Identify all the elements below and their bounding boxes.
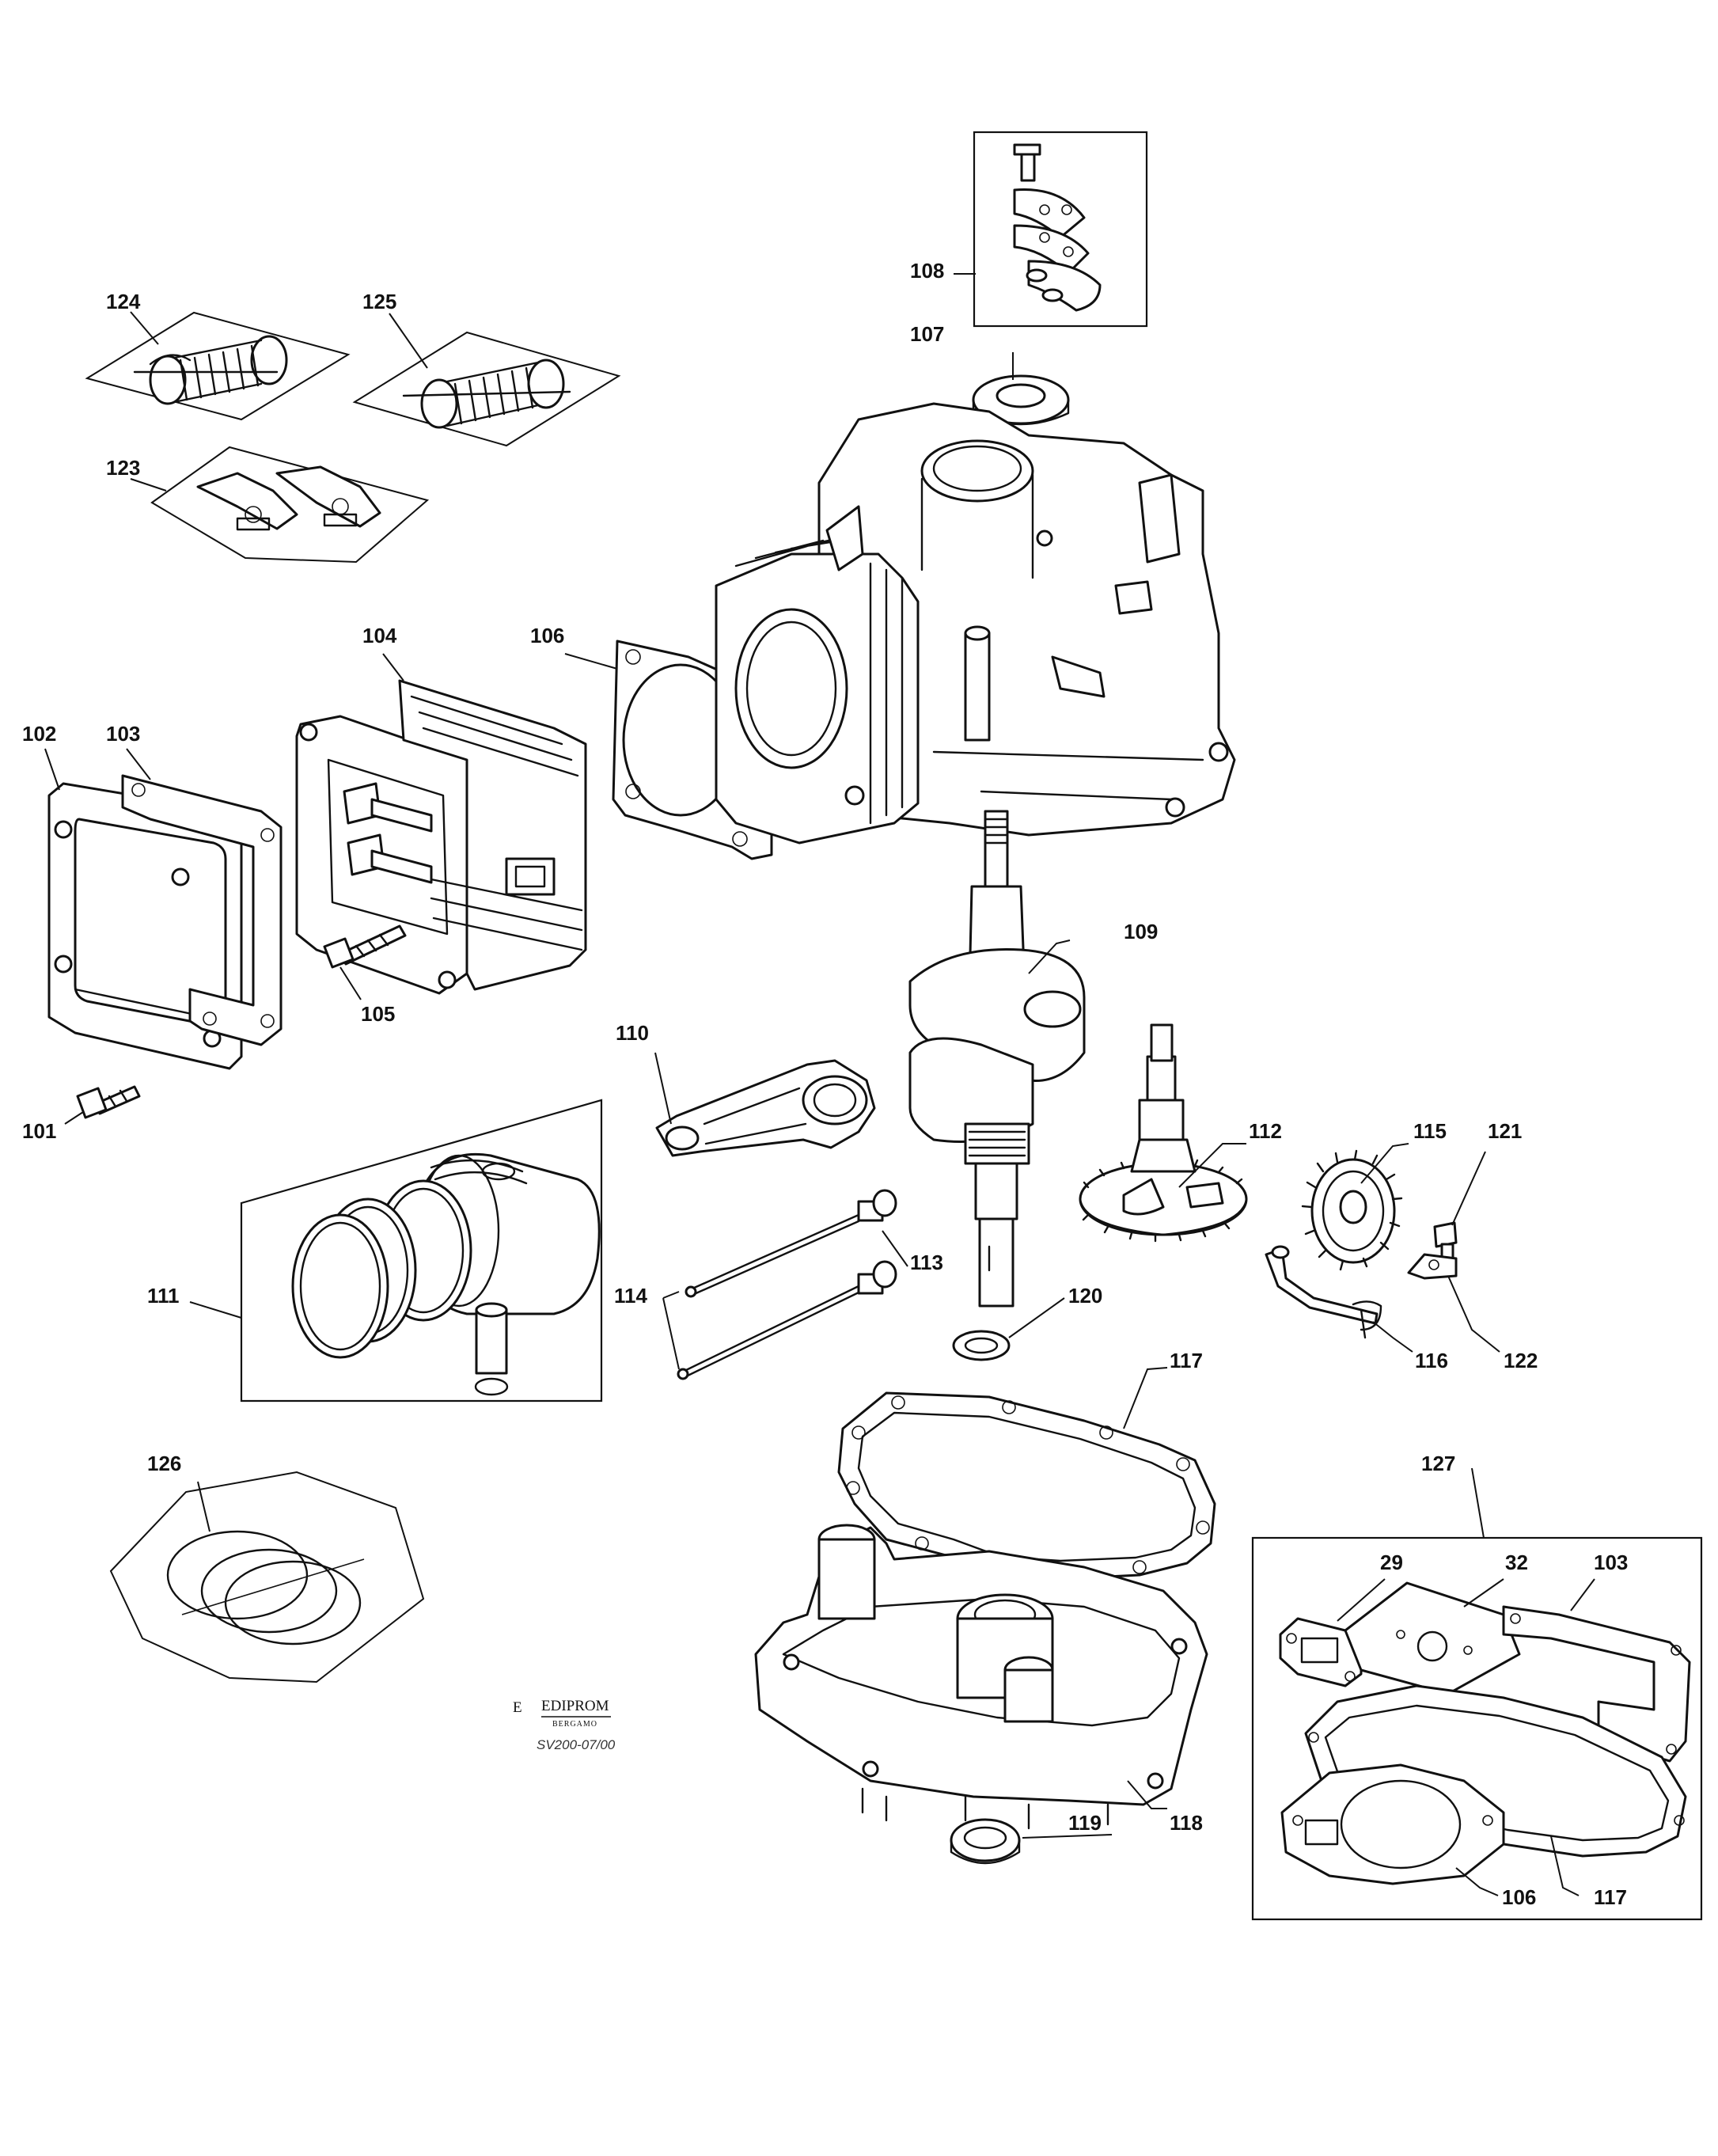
part-126-piston-ring-kit [109, 1471, 425, 1683]
part-127-frame [1251, 1536, 1703, 1921]
part-103-valve-cover-gasket [121, 774, 283, 1046]
part-118-crankcase-cover [754, 1524, 1208, 1830]
label-113: 113 [910, 1251, 943, 1274]
callout-labels: 101 102 103 104 105 106 107 108 109 110 … [22, 259, 1628, 1909]
label-111: 111 [147, 1284, 180, 1308]
label-105: 105 [361, 1002, 395, 1026]
label-109: 109 [1124, 920, 1158, 943]
label-kit-117: 117 [1594, 1885, 1627, 1909]
label-kit-32: 32 [1505, 1551, 1528, 1574]
label-121: 121 [1488, 1119, 1522, 1143]
part-120-washer [952, 1330, 1011, 1361]
logo-brand: EDIPROM [541, 1698, 609, 1714]
label-101: 101 [22, 1119, 56, 1143]
label-108: 108 [910, 259, 944, 283]
part-115-governor-gear [1301, 1149, 1403, 1271]
part-104-cylinder-head [295, 679, 587, 995]
part-111-piston-kit [240, 1099, 603, 1403]
part-127-gasket-set [1251, 1536, 1703, 1921]
logo-mark: E [513, 1699, 522, 1716]
label-116: 116 [1415, 1349, 1448, 1372]
label-126: 126 [147, 1452, 181, 1475]
label-103: 103 [106, 722, 140, 746]
part-113-valve-lifters [857, 1189, 897, 1295]
label-115: 115 [1413, 1119, 1447, 1143]
label-104: 104 [362, 624, 397, 647]
label-kit-106: 106 [1502, 1885, 1536, 1909]
part-105-head-bolt [323, 924, 407, 969]
label-114: 114 [614, 1284, 647, 1308]
label-124: 124 [106, 290, 141, 313]
label-106: 106 [530, 624, 564, 647]
label-127: 127 [1421, 1452, 1455, 1475]
label-102: 102 [22, 722, 56, 746]
label-119: 119 [1068, 1811, 1102, 1835]
part-108-frame [973, 131, 1148, 328]
part-114-push-rods [677, 1213, 860, 1380]
label-kit-103: 103 [1594, 1551, 1628, 1574]
part-108-plate-group [973, 131, 1148, 328]
drawing-code: SV200-07/00 [537, 1737, 616, 1752]
part-101-cover-bolt [76, 1085, 141, 1119]
label-120: 120 [1068, 1284, 1102, 1308]
logo-city: BERGAMO [552, 1720, 597, 1729]
part-116-governor-shaft [1265, 1245, 1382, 1339]
crankcase-block [715, 402, 1236, 845]
label-112: 112 [1249, 1119, 1282, 1143]
label-107: 107 [910, 322, 944, 346]
part-112-camshaft [1079, 1023, 1248, 1243]
part-110-connecting-rod [655, 1059, 876, 1157]
label-122: 122 [1504, 1349, 1538, 1372]
label-110: 110 [616, 1021, 649, 1045]
part-111-frame [240, 1099, 603, 1403]
part-119-oil-seal [950, 1818, 1021, 1865]
label-118: 118 [1170, 1811, 1203, 1835]
label-123: 123 [106, 456, 140, 480]
part-125-valve-spring-kit [352, 331, 621, 447]
part-117-crankcase-gasket [837, 1391, 1216, 1581]
part-107-oil-seal [972, 374, 1070, 426]
part-123-rocker-arm-kit [150, 446, 430, 564]
label-125: 125 [362, 290, 396, 313]
leader-lines [44, 273, 1595, 1896]
label-117: 117 [1170, 1349, 1203, 1372]
part-122-clip [1407, 1253, 1458, 1280]
part-109-crankshaft [908, 810, 1086, 1308]
label-kit-29: 29 [1380, 1551, 1403, 1574]
ediprom-logo: E EDIPROM BERGAMO [513, 1698, 611, 1729]
part-124-valve-spring-kit [85, 311, 351, 421]
